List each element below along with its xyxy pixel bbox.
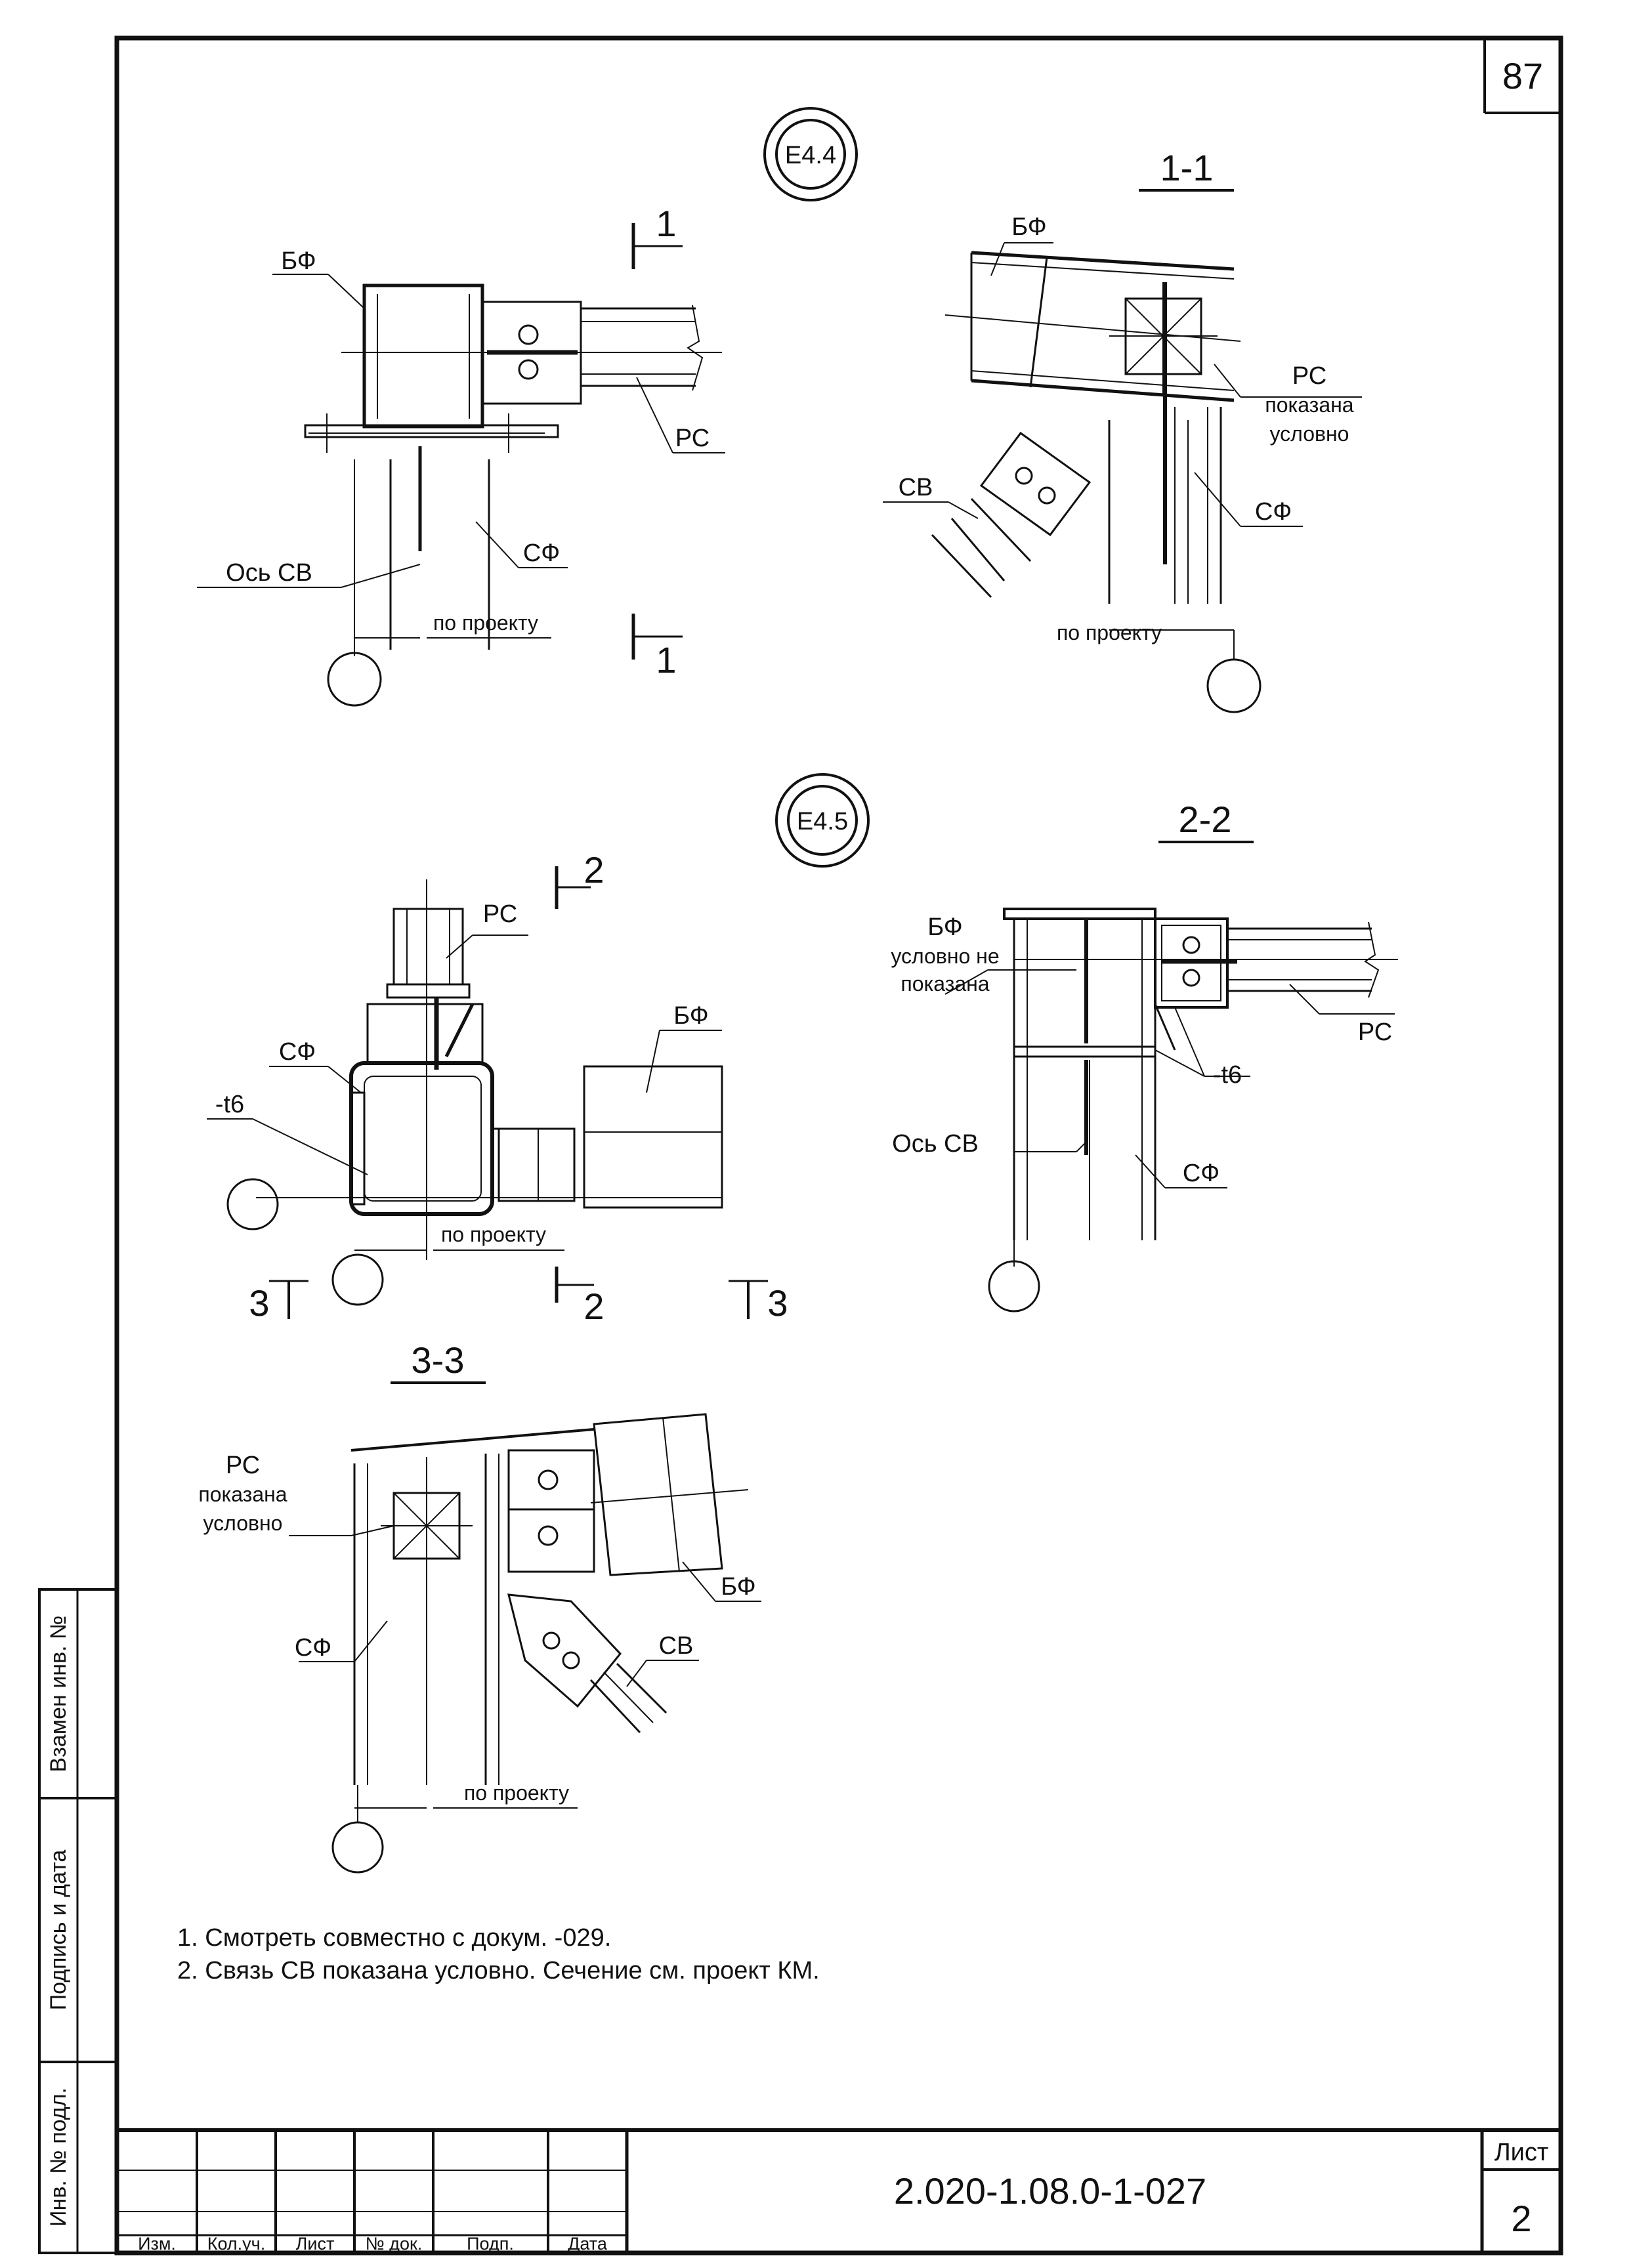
sheet-frame [114, 35, 1563, 2256]
label-22-bf: БФ [927, 914, 962, 941]
label-33-rs: РС [226, 1452, 260, 1479]
tb-col-kol-uch: Кол.уч. [207, 2234, 265, 2254]
label-11-sf: СФ [1255, 498, 1292, 526]
side-stamp-inv: Инв. № подл. [46, 2088, 71, 2227]
cut-mark-e44-1-bottom: 1 [656, 639, 676, 681]
label-22-pokazana: показана [901, 972, 989, 996]
label-11-sv: СВ [899, 474, 933, 501]
label-33-uslovno: условно [203, 1511, 283, 1535]
tb-col-n-dok: № док. [366, 2234, 423, 2254]
tb-col-list: Лист [296, 2234, 335, 2254]
label-e44-bf: БФ [281, 247, 316, 275]
title-block [117, 2128, 1561, 2253]
note-1: 1. Смотреть совместно с докум. -029. [177, 1924, 611, 1952]
label-e45-t6: -t6 [215, 1091, 244, 1118]
cut-mark-e45-3-right: 3 [767, 1282, 788, 1324]
detail-e45-plan [207, 866, 768, 1319]
label-11-po-proektu: по проекту [1057, 621, 1162, 644]
side-stamp-zamen: Взамен инв. № [46, 1616, 71, 1773]
label-33-sf: СФ [295, 1634, 331, 1662]
label-e44-sf: СФ [523, 539, 560, 567]
cut-mark-e45-2-top: 2 [583, 849, 604, 891]
tb-col-izm: Изм. [138, 2234, 176, 2254]
label-e44-po-proektu: по проекту [433, 611, 538, 635]
label-11-pokazana: показана [1265, 393, 1353, 417]
node-label-e45: Е4.5 [797, 808, 848, 835]
cut-mark-e45-3-left: 3 [249, 1282, 269, 1324]
sheet-number: 2 [1511, 2198, 1531, 2239]
label-e44-rs: РС [675, 425, 710, 452]
side-stamp-podpis: Подпись и дата [46, 1850, 71, 2011]
label-11-uslovno: условно [1270, 422, 1349, 446]
section-title-1-1: 1-1 [1160, 147, 1214, 188]
document-code: 2.020-1.08.0-1-027 [894, 2170, 1206, 2212]
detail-section-2-2 [944, 908, 1398, 1312]
label-11-rs: РС [1292, 362, 1326, 390]
label-22-rs: РС [1358, 1018, 1392, 1046]
label-e45-sf: СФ [279, 1038, 316, 1066]
label-33-sv: СВ [659, 1632, 694, 1660]
label-e45-bf: БФ [673, 1002, 708, 1030]
side-stamp [38, 1588, 118, 2254]
label-e45-po-proektu: по проекту [441, 1223, 546, 1246]
label-22-uslovno-ne: условно не [891, 944, 999, 968]
label-22-sf: СФ [1183, 1160, 1219, 1187]
label-22-t6: -t6 [1213, 1061, 1242, 1089]
detail-section-1-1 [883, 242, 1362, 713]
cut-mark-e44-1-top: 1 [656, 203, 676, 244]
tb-col-podp: Подп. [467, 2234, 514, 2254]
detail-section-3-3 [289, 1413, 761, 1874]
label-33-bf: БФ [721, 1573, 755, 1601]
label-33-pokazana: показана [198, 1482, 287, 1506]
cut-mark-e45-2-bottom: 2 [583, 1286, 604, 1327]
label-22-os-sv: Ось СВ [892, 1130, 979, 1158]
page-number: 87 [1502, 55, 1543, 96]
node-marker-e45 [775, 773, 870, 868]
label-e44-os-sv: Ось СВ [226, 559, 312, 587]
tb-col-data: Дата [568, 2234, 608, 2254]
node-label-e44: Е4.4 [785, 142, 836, 169]
detail-e44-plan [197, 223, 725, 707]
sheet-label: Лист [1495, 2139, 1549, 2166]
label-11-bf: БФ [1011, 213, 1046, 241]
label-33-po-proektu: по проекту [464, 1781, 569, 1805]
section-title-2-2: 2-2 [1179, 799, 1232, 840]
label-e45-rs: РС [483, 900, 517, 928]
section-title-3-3: 3-3 [412, 1339, 465, 1381]
node-marker-e44 [763, 107, 858, 201]
note-2: 2. Связь СВ показана условно. Сечение см… [177, 1957, 820, 1984]
